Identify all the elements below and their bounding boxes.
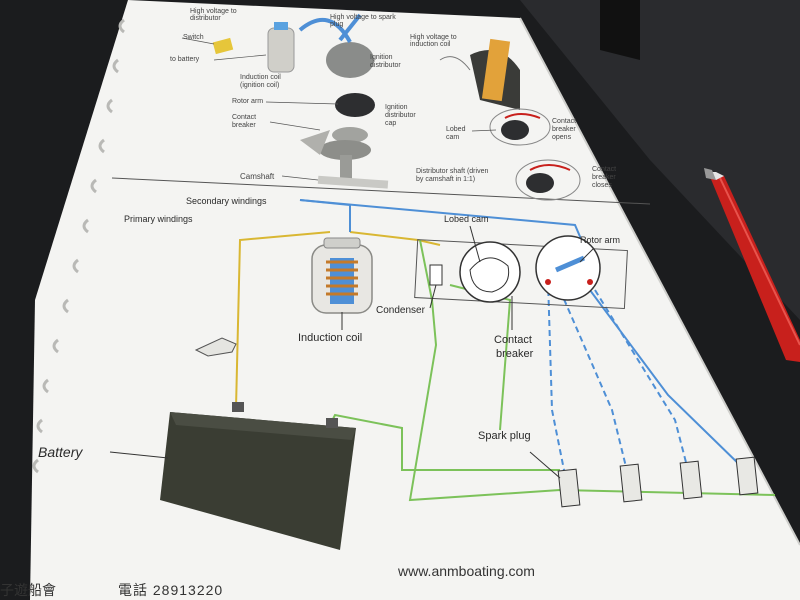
label-lobed-cam: Lobed cam [444, 214, 489, 224]
label-spark-plug: Spark plug [478, 430, 531, 442]
label-rotor-arm: Rotor arm [580, 235, 621, 245]
footer-left-fragment: 子遊船會 [0, 582, 56, 598]
label-induction-coil: Induction coil [298, 332, 363, 344]
distributor-cap-part [335, 93, 375, 117]
label-contact-breaker-opens: Contact breaker opens [552, 118, 577, 141]
label-hv-induction-coil: High voltage to induction coil [410, 34, 457, 48]
footer-website: www.anmboating.com [398, 563, 535, 579]
condenser-part [429, 264, 443, 286]
table-highlight [520, 0, 800, 320]
camshaft-part [317, 175, 389, 189]
label-hv-spark-plug: High voltage to spark plug [330, 14, 396, 28]
label-secondary-windings: Secondary windings [186, 196, 267, 206]
label-contact-breaker-2: breaker [496, 348, 534, 360]
label-contact-breaker-closes: Contact breaker closes [592, 166, 617, 189]
battery-part [160, 402, 356, 550]
label-lobed-cam-top: Lobed cam [446, 126, 466, 141]
induction-coil [311, 237, 373, 314]
cam-open-illustration [489, 108, 551, 146]
label-contact-breaker-top: Contact breaker [232, 114, 257, 129]
label-distributor-shaft: Distributor shaft (driven by camshaft in… [416, 168, 489, 183]
section-divider [111, 177, 651, 205]
label-battery: Battery [38, 444, 83, 460]
label-camshaft: Camshaft [240, 172, 275, 181]
red-pen [704, 168, 800, 362]
switch-part [212, 37, 234, 55]
cam-closed-illustration [515, 159, 581, 201]
label-rotor-arm-top: Rotor arm [232, 98, 264, 105]
label-contact-breaker-1: Contact [494, 334, 532, 346]
label-to-battery: to battery [170, 56, 200, 63]
rotor-arm-part [535, 235, 601, 301]
label-condenser: Condenser [376, 305, 425, 316]
lobed-cam-part [459, 241, 521, 303]
label-switch: Switch [183, 34, 204, 41]
top-illustration [181, 13, 581, 201]
label-hv-distributor: High voltage to distributor [190, 8, 237, 22]
chair-edge [600, 0, 640, 60]
small-distributor [326, 42, 374, 78]
distributor-box [414, 239, 628, 310]
footer-phone: 電話 28913220 [118, 582, 224, 598]
spark-plugs [557, 456, 759, 508]
label-induction-coil-ignition: Induction coil (ignition coil) [240, 74, 281, 89]
label-ignition-distributor: Ignition distributor [370, 54, 401, 69]
small-coil [267, 27, 295, 73]
label-distributor-cap: Ignition distributor cap [385, 104, 416, 127]
ignition-switch-part [194, 337, 237, 357]
spiral-binding [32, 18, 125, 474]
label-primary-windings: Primary windings [124, 214, 193, 224]
